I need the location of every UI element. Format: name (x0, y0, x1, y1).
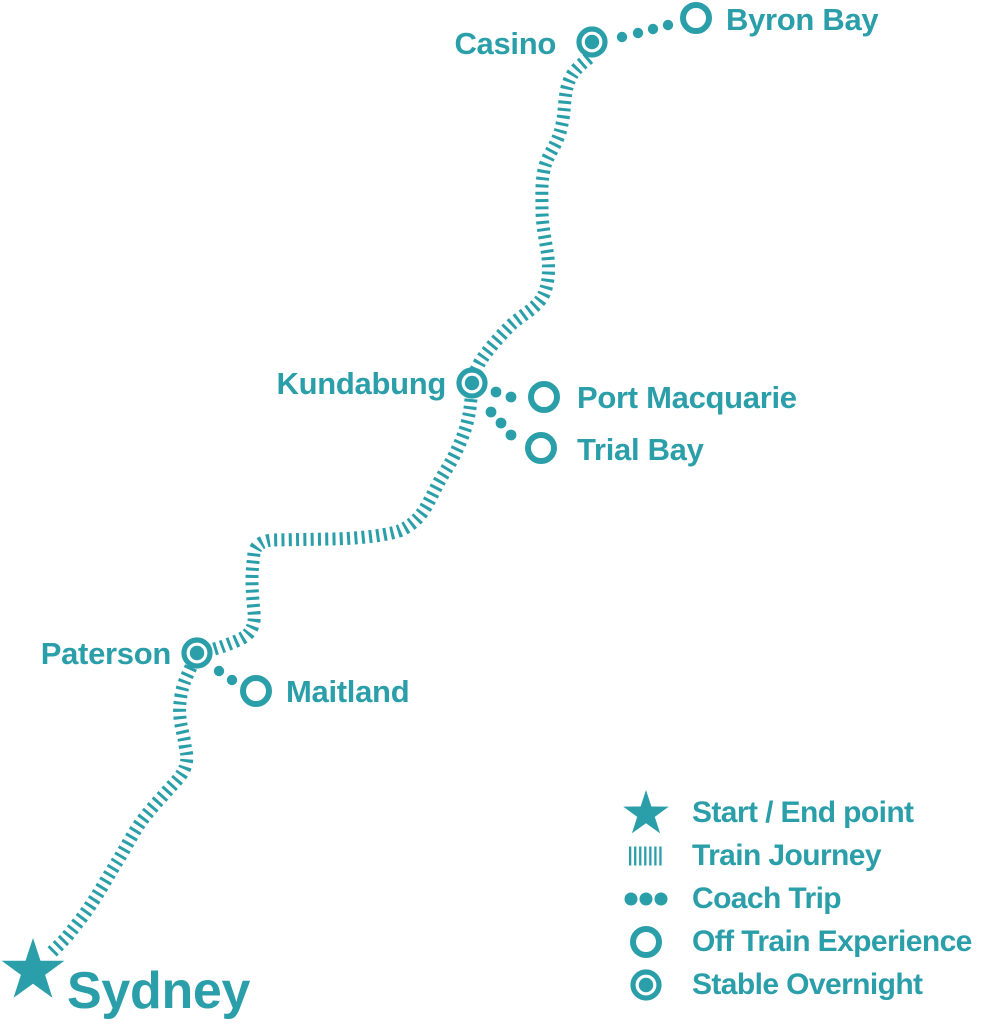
station-label-sydney: Sydney (67, 962, 251, 1020)
station-paterson: Paterson (41, 636, 213, 671)
legend-item-label: Start / End point (692, 795, 914, 829)
station-casino: Casino (454, 26, 608, 61)
coach-trip-dot (213, 665, 225, 677)
coach-route-kundabung-port-macquarie (490, 386, 517, 403)
station-sydney: Sydney (1, 938, 251, 1020)
coach-route-paterson-maitland (213, 665, 238, 686)
off-train-experience-marker (680, 2, 712, 34)
legend-item-start-end: Start / End point (616, 789, 1000, 837)
station-kundabung: Kundabung (277, 366, 488, 401)
station-label-paterson: Paterson (41, 636, 171, 671)
train-route-kundabung-paterson (209, 398, 478, 657)
train-route-paterson-sydney (46, 664, 197, 958)
stable-overnight-marker-dot (584, 34, 600, 50)
coach-trip-dot (505, 391, 517, 403)
train-journey-icon (616, 845, 676, 867)
station-label-byron-bay: Byron Bay (726, 2, 879, 37)
coach-trip-dot (226, 674, 238, 686)
legend-item-off-train: Off Train Experience (616, 920, 1000, 963)
start-end-star-icon (1, 938, 65, 998)
legend-item-label: Coach Trip (692, 881, 842, 915)
coach-route-kundabung-trial-bay (485, 406, 517, 441)
off-train-experience-marker (525, 432, 557, 464)
coach-trip-dot (490, 386, 502, 398)
station-byron-bay: Byron Bay (680, 2, 880, 37)
legend: Start / End point Train Journey Coach Tr… (616, 789, 1000, 1006)
train-route-casino-kundabung (467, 53, 594, 379)
coach-trip-dot (662, 19, 674, 31)
off-train-experience-marker (528, 381, 560, 413)
star-icon (616, 789, 676, 837)
legend-item-label: Off Train Experience (692, 924, 972, 958)
stable-overnight-marker-dot (189, 645, 205, 661)
stable-overnight-icon (616, 967, 676, 1003)
stable-overnight-marker-dot (464, 375, 480, 391)
station-label-trial-bay: Trial Bay (577, 432, 705, 467)
coach-route-casino-byron-bay (616, 19, 674, 43)
legend-item-label: Stable Overnight (692, 967, 923, 1001)
station-label-kundabung: Kundabung (277, 366, 446, 401)
coach-trip-icon (616, 892, 676, 906)
station-label-maitland: Maitland (286, 674, 409, 709)
legend-item-stable-overnight: Stable Overnight (616, 963, 1000, 1006)
coach-routes-layer (213, 19, 674, 686)
station-maitland: Maitland (240, 674, 410, 709)
coach-trip-dot (495, 417, 507, 429)
coach-trip-dot (647, 23, 659, 35)
station-port-macquarie: Port Macquarie (528, 380, 797, 415)
coach-trip-dot (505, 429, 517, 441)
station-label-casino: Casino (454, 26, 556, 61)
off-train-experience-marker (240, 675, 272, 707)
coach-trip-dot (616, 31, 628, 43)
station-label-port-macquarie: Port Macquarie (577, 380, 797, 415)
station-trial-bay: Trial Bay (525, 432, 705, 467)
off-train-experience-icon (616, 924, 676, 960)
coach-trip-dot (485, 406, 497, 418)
legend-item-train-journey: Train Journey (616, 834, 1000, 877)
coach-trip-dot (632, 27, 644, 39)
train-routes-layer (46, 53, 594, 958)
legend-item-coach-trip: Coach Trip (616, 877, 1000, 920)
legend-item-label: Train Journey (692, 838, 882, 872)
